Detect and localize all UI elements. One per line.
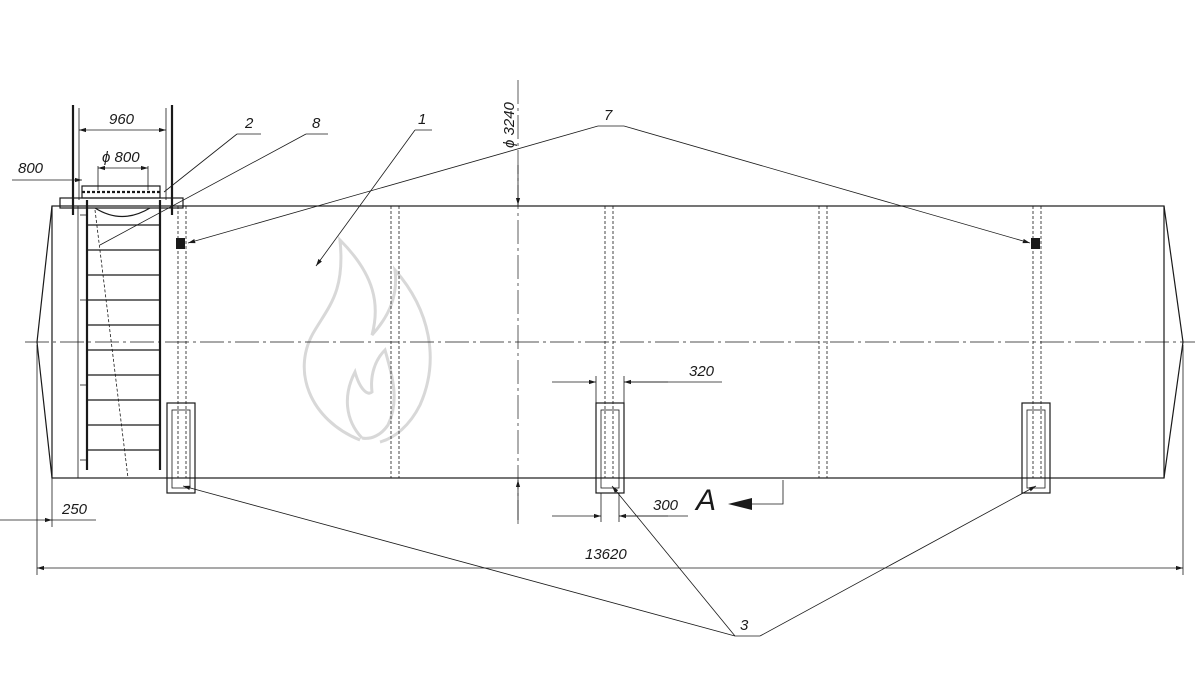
callout-lugs: 7 [187, 107, 1031, 244]
dim-left-offset: 250 [0, 478, 96, 527]
dim-label-300: 300 [653, 497, 679, 514]
callout-label-8: 8 [312, 115, 321, 132]
callout-hatch: 8 [99, 115, 328, 246]
dim-tank-diameter: ϕ 3240 [501, 101, 521, 520]
saddle-supports [166, 402, 1051, 494]
dim-label-250: 250 [61, 501, 88, 518]
tank-shell [25, 80, 1195, 525]
lifting-lugs [176, 238, 1040, 249]
dim-support-width: 320 [552, 363, 722, 403]
callout-label-1: 1 [418, 111, 426, 128]
dim-label-960: 960 [109, 111, 135, 128]
dim-label-800: 800 [18, 160, 44, 177]
hatch-platform [59, 105, 184, 218]
dim-total-length: 13620 [36, 345, 1184, 575]
dim-ladder-width: 960 [79, 111, 166, 133]
dim-hatch-diameter: ϕ 800 [97, 149, 149, 190]
callout-ladder: 2 [163, 115, 261, 193]
callout-label-7: 7 [604, 107, 613, 124]
callout-body: 1 [315, 111, 432, 267]
view-label: A [694, 484, 716, 517]
stiffener-rings [177, 206, 1042, 478]
service-ladder [80, 200, 162, 479]
view-a-indicator: A [694, 480, 784, 517]
dim-label-length: 13620 [585, 546, 627, 563]
dim-support-inner: 300 [552, 493, 688, 522]
dim-label-hatch: ϕ 800 [102, 149, 140, 166]
callout-label-3: 3 [740, 617, 749, 634]
callout-label-2: 2 [244, 115, 254, 132]
callout-supports: 3 [182, 485, 1037, 637]
dim-label-320: 320 [689, 363, 715, 380]
watermark-flame-icon [302, 235, 432, 444]
dim-label-diameter: ϕ 3240 [501, 101, 518, 148]
dim-platform-offset: 800 [12, 160, 82, 183]
